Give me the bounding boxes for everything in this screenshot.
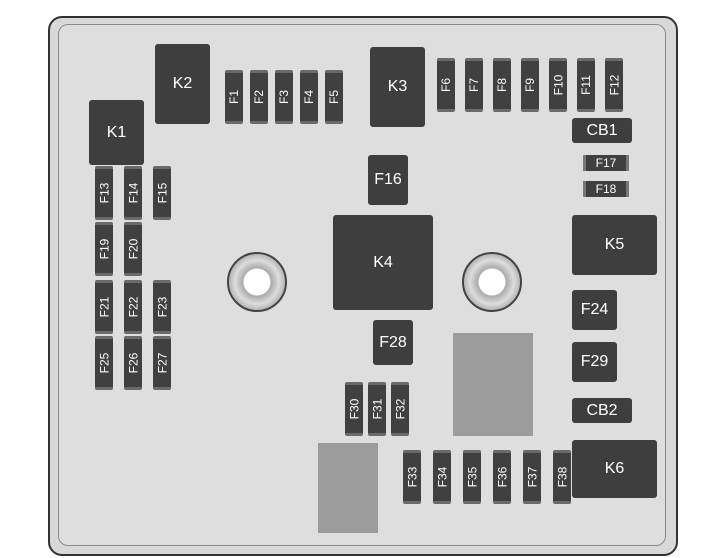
fuse-label: F14 [126,182,140,204]
fuse-f31: F31 [368,382,386,436]
fuse-f10: F10 [549,58,567,112]
fuse-label: F38 [555,466,569,488]
fuse-label: F4 [301,89,316,105]
relay-k5: K5 [572,215,657,275]
fuse-label: F23 [155,296,169,318]
fuse-f6: F6 [437,58,455,112]
fuse-label: F20 [126,238,140,260]
blank-slot [318,443,378,533]
fuse-label: F5 [326,89,341,105]
fuse-label: F34 [435,466,449,488]
fuse-f1: F1 [225,70,243,124]
fuse-f32: F32 [391,382,409,436]
relay-k1: K1 [89,100,144,165]
fuse-f38: F38 [553,450,571,504]
left-stud-nut [227,252,287,312]
fuse-label: F22 [126,296,140,318]
fuse-label: F35 [465,466,479,488]
fuse-f33: F33 [403,450,421,504]
fuse-f12: F12 [605,58,623,112]
fuse-label: F12 [607,74,621,96]
fuse-label: F3 [276,89,291,105]
fuse-label: F27 [155,352,169,374]
relay-k3: K3 [370,47,425,127]
fuse-label: F32 [393,398,407,420]
fuse-label: F30 [347,398,361,420]
fuse-f3: F3 [275,70,293,124]
relay-k4: K4 [333,215,433,310]
fuse-f30: F30 [345,382,363,436]
fuse-f17: F17 [583,155,629,171]
fuse-f20: F20 [124,222,142,276]
fuse-f23: F23 [153,280,171,334]
fuse-label: F9 [522,77,537,93]
fuse-label: F2 [251,89,266,105]
fuse-label: F11 [579,75,594,95]
fuse-f5: F5 [325,70,343,124]
fuse-f2: F2 [250,70,268,124]
fuse-f27: F27 [153,336,171,390]
fuse-label: F15 [155,182,169,204]
fuse-label: F33 [405,466,419,488]
fuse-f18: F18 [583,181,629,197]
fuse-f11: F11 [577,58,595,112]
fuse-label: F1 [226,89,241,105]
fuse-label: F19 [97,238,111,260]
fuse-label: F13 [97,182,111,204]
fuse-label: F21 [97,296,111,318]
relay-k6: K6 [572,440,657,498]
fuse-label: F6 [438,77,453,93]
fuse-label: F25 [97,352,111,374]
breaker-cb1: CB1 [572,118,632,143]
fuse-f29: F29 [572,342,617,382]
fuse-f28: F28 [373,320,413,365]
fuse-f24: F24 [572,290,617,330]
fuse-f7: F7 [465,58,483,112]
fuse-label: F26 [126,352,140,374]
fuse-label: F31 [370,398,384,420]
fuse-label: F36 [495,466,509,488]
relay-k2: K2 [155,44,210,124]
fuse-f13: F13 [95,166,113,220]
fuse-f34: F34 [433,450,451,504]
fuse-f37: F37 [523,450,541,504]
fuse-label: F7 [466,77,481,93]
blank-slot [453,333,533,436]
right-stud-nut [462,252,522,312]
fuse-f36: F36 [493,450,511,504]
fuse-f8: F8 [493,58,511,112]
fuse-label: F10 [551,74,565,96]
fuse-f14: F14 [124,166,142,220]
fuse-f4: F4 [300,70,318,124]
fuse-f19: F19 [95,222,113,276]
fuse-f16: F16 [368,155,408,205]
fuse-f15: F15 [153,166,171,220]
fuse-f21: F21 [95,280,113,334]
fuse-f35: F35 [463,450,481,504]
breaker-cb2: CB2 [572,398,632,423]
fuse-label: F37 [525,466,539,488]
fuse-f22: F22 [124,280,142,334]
fuse-f26: F26 [124,336,142,390]
fuse-f9: F9 [521,58,539,112]
fuse-f25: F25 [95,336,113,390]
fuse-label: F8 [494,77,509,93]
